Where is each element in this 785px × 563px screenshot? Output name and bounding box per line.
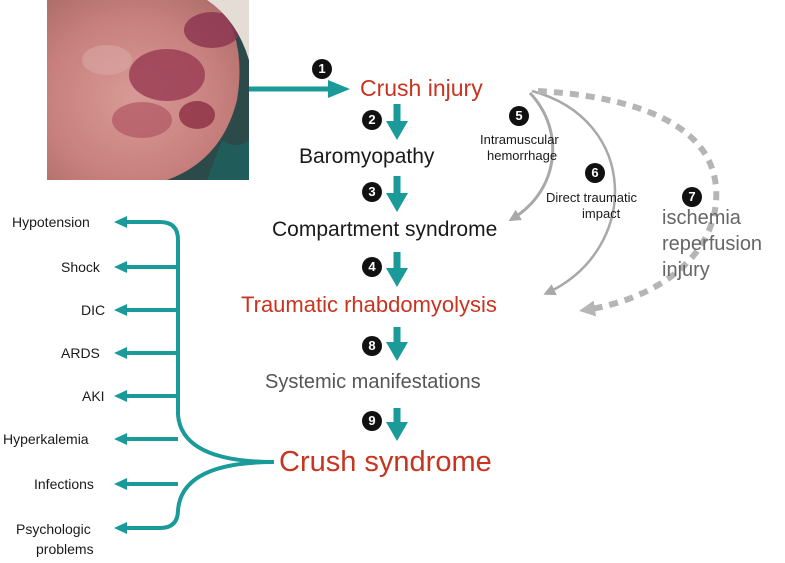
complication-problems: problems [36,541,94,557]
label-crush-syndrome: Crush syndrome [279,446,492,478]
badge-5: 5 [509,106,529,126]
badge-3: 3 [362,182,382,202]
arrow-ischemia [537,88,720,317]
complication-shock: Shock [61,259,100,275]
flow-arrow-3 [386,176,408,212]
arrow-intramuscular [508,91,555,222]
badge-7: 7 [682,187,702,207]
badge-2: 2 [362,110,382,130]
label-intramuscular-line1: Intramuscular [480,132,559,147]
flow-arrow-9 [386,408,408,441]
flow-arrow-4 [386,252,408,287]
flow-arrow-2 [386,104,408,140]
complication-bracket [126,220,275,530]
arrow-direct-impact [531,89,617,296]
label-systemic-manifestations: Systemic manifestations [265,371,481,393]
complication-hyperkalemia: Hyperkalemia [3,431,89,447]
arrow-photo-to-crush [249,80,350,98]
label-intramuscular-line2: hemorrhage [487,148,558,163]
badge-9: 9 [362,411,382,431]
label-reperfusion: reperfusion [662,233,763,255]
label-compartment-syndrome: Compartment syndrome [272,218,498,241]
badge-1: 1 [312,59,332,79]
label-traumatic-rhabdomyolysis: Traumatic rhabdomyolysis [241,292,497,317]
complication-hypotension: Hypotension [12,214,90,230]
flow-arrow-8 [386,327,408,361]
badge-4: 4 [362,257,382,277]
complication-psychologic: Psychologic [16,521,91,537]
badge-6: 6 [585,163,605,183]
complication-arrowheads [114,216,127,534]
label-crush-injury: Crush injury [360,75,483,101]
badge-8: 8 [362,336,382,356]
label-direct-impact-line2: impact [582,206,621,221]
injured-limb-photo [47,0,249,180]
label-direct-impact-line1: Direct traumatic [546,190,638,205]
label-injury: injury [662,259,710,281]
complication-ards: ARDS [61,345,100,361]
complication-infections: Infections [34,476,94,492]
complication-dic: DIC [81,302,106,318]
complication-aki: AKI [82,388,105,404]
label-baromyopathy: Baromyopathy [299,145,435,168]
label-ischemia: ischemia [662,207,741,229]
